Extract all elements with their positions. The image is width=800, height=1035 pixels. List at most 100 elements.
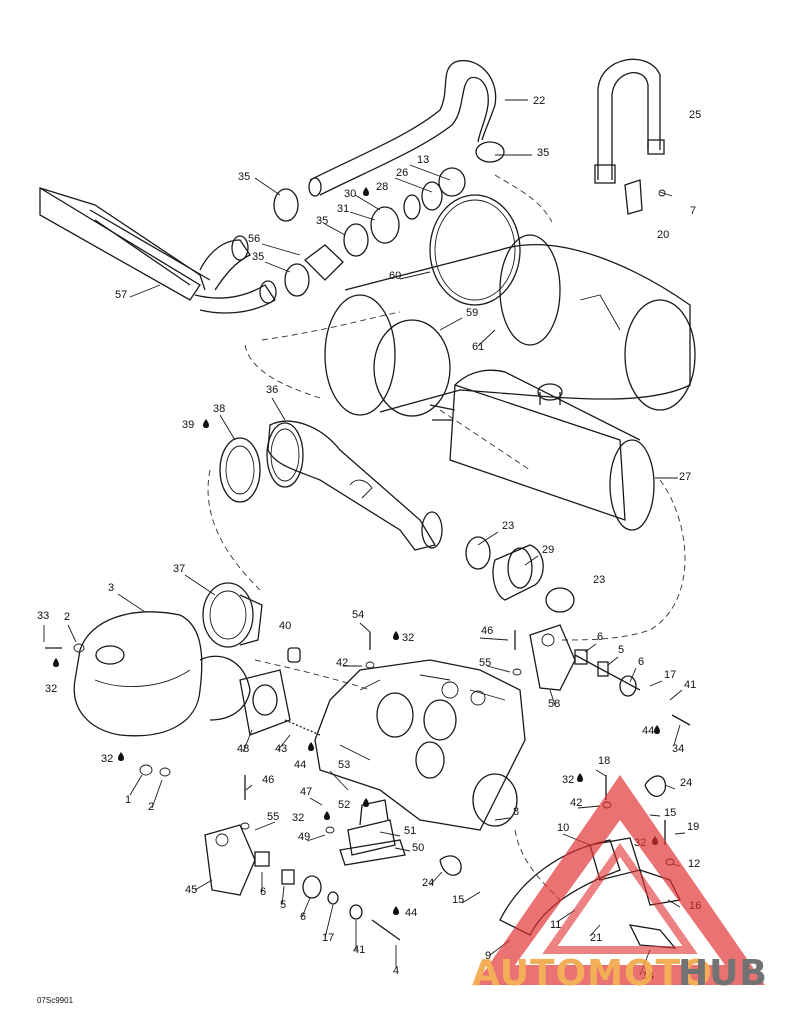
gasket-48 (239, 669, 321, 736)
drop-icon (363, 187, 369, 196)
drop-icon (118, 752, 124, 761)
clip-20 (624, 179, 673, 215)
callout: 3 (108, 582, 114, 594)
callout: 37 (173, 563, 185, 575)
engine-8 (314, 659, 526, 831)
callout: 15 (452, 894, 464, 906)
callout: 51 (404, 825, 416, 837)
callout: 60 (389, 270, 401, 282)
callout: 25 (689, 109, 701, 121)
mount-bracket-58 (529, 624, 691, 726)
callout: 2 (64, 611, 70, 623)
callout: 28 (376, 181, 388, 193)
callout: 27 (679, 471, 691, 483)
callout: 11 (550, 919, 561, 931)
callout: 33 (37, 610, 49, 622)
watermark-inner-triangle-icon (542, 843, 698, 954)
callout: 49 (298, 831, 310, 843)
callout: 53 (338, 759, 350, 771)
callout: 10 (557, 822, 569, 834)
callout: 44 (294, 759, 306, 771)
callout: 32 (101, 753, 113, 765)
drop-icon (203, 419, 209, 428)
callout-labels: 22 25 35 35 13 26 30 28 7 31 35 20 56 35… (37, 95, 701, 982)
callout: 41 (684, 679, 696, 691)
exhaust-pipe-57 (39, 186, 277, 314)
callout: 36 (266, 384, 278, 396)
strap-24-lower (439, 855, 462, 876)
callout: 32 (292, 812, 304, 824)
drop-icon (308, 742, 314, 751)
drop-icon (53, 658, 59, 667)
thread-locker-drop-icons (53, 187, 660, 915)
callout: 59 (466, 307, 478, 319)
exhaust-manifold-3 (73, 611, 251, 737)
callout: 1 (125, 794, 131, 806)
engine-mount-51 (339, 799, 406, 866)
callout: 4 (393, 965, 399, 977)
callout: 35 (252, 251, 264, 263)
strap-25 (594, 58, 665, 184)
callout: 58 (548, 698, 560, 710)
callout: 9 (485, 950, 491, 962)
drop-icon (363, 798, 369, 807)
pin-40 (287, 647, 301, 663)
callout: 32 (562, 774, 574, 786)
callout: 35 (537, 147, 549, 159)
callout: 41 (353, 944, 365, 956)
gasket-38 (219, 437, 261, 503)
callout: 7 (690, 205, 696, 217)
callout: 44 (405, 907, 417, 919)
callout: 15 (664, 807, 676, 819)
watermark-brand-part2: HUB (678, 953, 768, 994)
callout: 24 (422, 877, 434, 889)
callout: 24 (680, 777, 692, 789)
callout: 54 (352, 609, 364, 621)
muffler-61 (324, 234, 696, 416)
clamp-set (273, 141, 505, 297)
callout: 23 (593, 574, 605, 586)
callout: 19 (687, 821, 699, 833)
callout: 12 (688, 858, 700, 870)
drop-icon (577, 773, 583, 782)
callout: 20 (657, 229, 669, 241)
watermark-brand-part1: AUTOMOTO (472, 953, 713, 994)
callout: 56 (248, 233, 260, 245)
callout: 38 (213, 403, 225, 415)
callout: 22 (533, 95, 545, 107)
callout: 6 (260, 886, 266, 898)
callout: 17 (322, 932, 334, 944)
tuned-pipe-36 (266, 420, 443, 551)
callout: 52 (338, 799, 350, 811)
callout: 45 (185, 884, 197, 896)
callout: 26 (396, 167, 408, 179)
hardware-fasteners (45, 630, 675, 866)
assembly-outline (207, 174, 686, 901)
callout: 23 (502, 520, 514, 532)
callout: 42 (336, 657, 348, 669)
callout: 29 (542, 544, 554, 556)
drop-icon (654, 725, 660, 734)
callout: 17 (664, 669, 676, 681)
callout: 50 (412, 842, 424, 854)
callout: 5 (618, 644, 624, 656)
callout: 42 (570, 797, 582, 809)
strap-24-upper (644, 775, 667, 797)
callout: 47 (300, 786, 312, 798)
callout: 40 (279, 620, 291, 632)
callout: 39 (182, 419, 194, 431)
callout: 55 (267, 811, 279, 823)
sleeve-29-clamps-23 (465, 536, 575, 613)
callout: 13 (417, 154, 429, 166)
callout: 35 (316, 215, 328, 227)
drop-icon (324, 811, 330, 820)
callout: 43 (275, 743, 287, 755)
callout: 35 (238, 171, 250, 183)
callout: 8 (513, 806, 519, 818)
hose-22 (308, 60, 497, 197)
callout: 6 (638, 656, 644, 668)
rings-59-60 (373, 194, 521, 417)
callout: 32 (45, 683, 57, 695)
callout: 31 (337, 203, 349, 215)
